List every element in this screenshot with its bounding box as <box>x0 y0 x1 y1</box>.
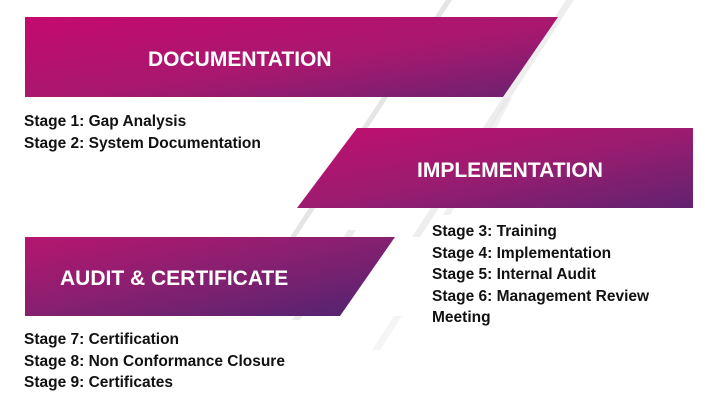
stage-item: Stage 2: System Documentation <box>24 134 261 152</box>
stage-item: Stage 3: Training <box>432 223 557 240</box>
stage-item: Stage 4: Implementation <box>432 244 612 262</box>
documentation-stage-list: Stage 1: Gap Analysis Stage 2: System Do… <box>24 111 261 154</box>
documentation-band <box>25 17 558 97</box>
stage-item: Stage 7: Certification <box>24 331 180 348</box>
audit-certificate-title: AUDIT & CERTIFICATE <box>60 267 289 290</box>
implementation-band <box>297 128 693 208</box>
stage-item: Stage 8: Non Conformance Closure <box>24 352 285 370</box>
audit-certificate-band <box>25 237 395 316</box>
implementation-stage-list: Stage 3: Training Stage 4: Implementatio… <box>432 221 702 329</box>
audit-certificate-stage-list: Stage 7: Certification Stage 8: Non Conf… <box>24 329 285 394</box>
implementation-title: IMPLEMENTATION <box>417 159 603 182</box>
stage-item: Stage 5: Internal Audit <box>432 266 596 283</box>
stage-item: Stage 6: Management Review Meeting <box>432 287 650 327</box>
stage-item: Stage 1: Gap Analysis <box>24 113 187 130</box>
stage-item: Stage 9: Certificates <box>24 374 174 391</box>
documentation-title: DOCUMENTATION <box>148 48 332 71</box>
